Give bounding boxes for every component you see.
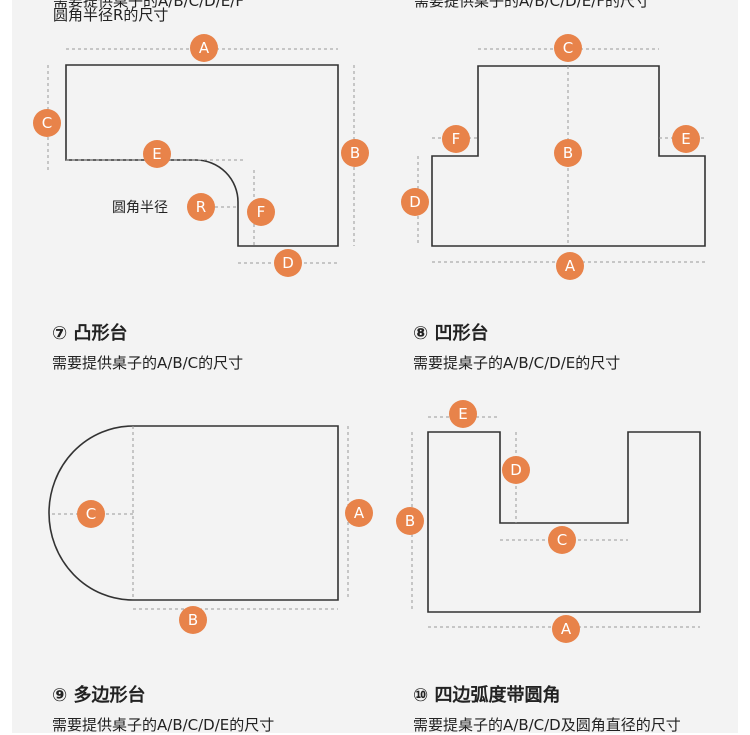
svg-text:A: A bbox=[354, 504, 365, 522]
label-f-badge: F bbox=[442, 125, 470, 153]
svg-text:B: B bbox=[350, 144, 360, 162]
svg-text:R: R bbox=[196, 198, 206, 216]
dimension-lines bbox=[52, 426, 349, 610]
radius-label: 圆角半径 bbox=[112, 200, 168, 216]
label-r-badge: R bbox=[187, 193, 215, 221]
label-a-badge: A bbox=[345, 499, 373, 527]
svg-text:A: A bbox=[565, 257, 576, 275]
label-d-badge: D bbox=[274, 249, 302, 277]
l-shape-diagram: A C B E R F D 圆角半径 bbox=[33, 34, 369, 277]
svg-text:B: B bbox=[405, 512, 415, 530]
svg-text:C: C bbox=[563, 39, 573, 57]
dimension-lines bbox=[47, 48, 355, 264]
svg-text:A: A bbox=[561, 620, 572, 638]
content-panel bbox=[12, 0, 738, 733]
label-c-badge: C bbox=[33, 109, 61, 137]
label-a-badge: A bbox=[190, 34, 218, 62]
convex-outline bbox=[431, 65, 706, 247]
dimension-lines bbox=[411, 416, 700, 628]
svg-text:D: D bbox=[409, 193, 421, 211]
label-a-badge: A bbox=[552, 615, 580, 643]
half-round-outline bbox=[48, 425, 339, 601]
label-b-badge: B bbox=[554, 139, 582, 167]
label-d-badge: D bbox=[502, 456, 530, 484]
label-e-badge: E bbox=[672, 125, 700, 153]
convex-shape-diagram: C B F E D A bbox=[401, 34, 706, 280]
section-title-rounded: ⑩ 四边弧度带圆角 bbox=[413, 685, 561, 706]
label-b-badge: B bbox=[341, 139, 369, 167]
label-e-badge: E bbox=[143, 140, 171, 168]
svg-text:D: D bbox=[510, 461, 522, 479]
svg-text:C: C bbox=[557, 531, 567, 549]
label-c-badge: C bbox=[548, 526, 576, 554]
label-b-badge: B bbox=[179, 606, 207, 634]
top-right-desc: 需要提供桌子的A/B/C/D/E/F的尺寸 bbox=[414, 0, 650, 10]
label-d-badge: D bbox=[401, 188, 429, 216]
section-title-convex: ⑦ 凸形台 bbox=[52, 323, 128, 344]
top-left-desc-line2: 圆角半径R的尺寸 bbox=[53, 6, 169, 24]
svg-text:D: D bbox=[282, 254, 294, 272]
svg-text:A: A bbox=[199, 39, 210, 57]
u-shape-outline bbox=[427, 431, 701, 613]
top-left-desc-line1: 需要提供桌子的A/B/C/D/E/F bbox=[53, 0, 244, 10]
section-title-concave: ⑧ 凹形台 bbox=[413, 323, 489, 344]
svg-text:C: C bbox=[86, 505, 96, 523]
svg-text:E: E bbox=[152, 145, 161, 163]
label-b-badge: B bbox=[396, 507, 424, 535]
svg-text:E: E bbox=[681, 130, 690, 148]
svg-text:E: E bbox=[458, 405, 467, 423]
section-desc-polygon: 需要提供桌子的A/B/C/D/E的尺寸 bbox=[52, 716, 275, 734]
svg-text:B: B bbox=[188, 611, 198, 629]
label-f-badge: F bbox=[247, 198, 275, 226]
label-c-badge: C bbox=[77, 500, 105, 528]
svg-text:B: B bbox=[563, 144, 573, 162]
svg-text:F: F bbox=[257, 203, 266, 221]
section-desc-concave: 需要提桌子的A/B/C/D/E的尺寸 bbox=[413, 354, 621, 372]
section-title-polygon: ⑨ 多边形台 bbox=[52, 685, 146, 706]
svg-text:F: F bbox=[452, 130, 461, 148]
label-a-badge: A bbox=[556, 252, 584, 280]
half-round-diagram: C A B bbox=[48, 425, 373, 634]
label-c-badge: C bbox=[554, 34, 582, 62]
svg-text:C: C bbox=[42, 114, 52, 132]
label-e-badge: E bbox=[449, 400, 477, 428]
section-desc-rounded: 需要提桌子的A/B/C/D及圆角直径的尺寸 bbox=[413, 716, 681, 734]
section-desc-convex: 需要提供桌子的A/B/C的尺寸 bbox=[52, 354, 244, 372]
u-shape-diagram: E D C B A bbox=[396, 400, 701, 643]
